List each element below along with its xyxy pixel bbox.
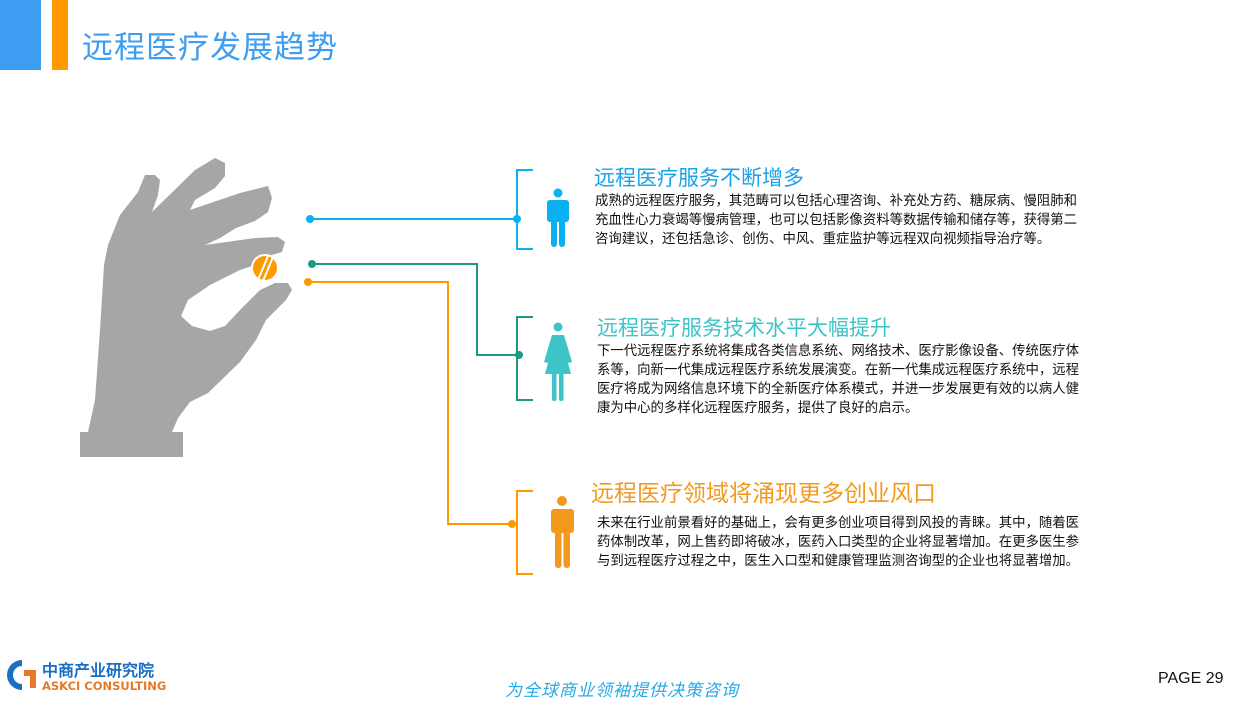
header-accent-bar-blue	[0, 0, 41, 70]
logo-name-cn: 中商产业研究院	[42, 661, 155, 680]
diagram	[80, 158, 574, 575]
company-logo-icon	[7, 660, 36, 690]
pill-icon	[251, 254, 279, 282]
connector-1	[306, 169, 533, 250]
footer-slogan: 为全球商业领袖提供决策咨询	[505, 681, 739, 701]
page-number: PAGE 29	[1158, 670, 1224, 687]
man-icon	[551, 496, 574, 568]
section-2-title: 远程医疗服务技术水平大幅提升	[597, 316, 891, 340]
section-3-title: 远程医疗领域将涌现更多创业风口	[591, 481, 936, 507]
man-icon	[547, 188, 569, 247]
section-1-body: 成熟的远程医疗服务，其范畴可以包括心理咨询、补充处方药、糖尿病、慢阻肺和充血性心…	[595, 194, 1078, 247]
connector-3	[304, 278, 533, 575]
section-1-title: 远程医疗服务不断增多	[594, 166, 804, 190]
connector-2	[308, 260, 533, 401]
header-accent-bar-orange	[52, 0, 68, 70]
page-title: 远程医疗发展趋势	[82, 30, 338, 66]
section-3-body: 未来在行业前景看好的基础上，会有更多创业项目得到风投的青睐。其中，随着医药体制改…	[597, 516, 1080, 569]
hand-icon	[80, 158, 292, 457]
woman-icon	[544, 322, 572, 401]
section-2-body: 下一代远程医疗系统将集成各类信息系统、网络技术、医疗影像设备、传统医疗体系等，向…	[597, 344, 1080, 416]
logo-name-en: ASKCI CONSULTING	[42, 679, 167, 693]
